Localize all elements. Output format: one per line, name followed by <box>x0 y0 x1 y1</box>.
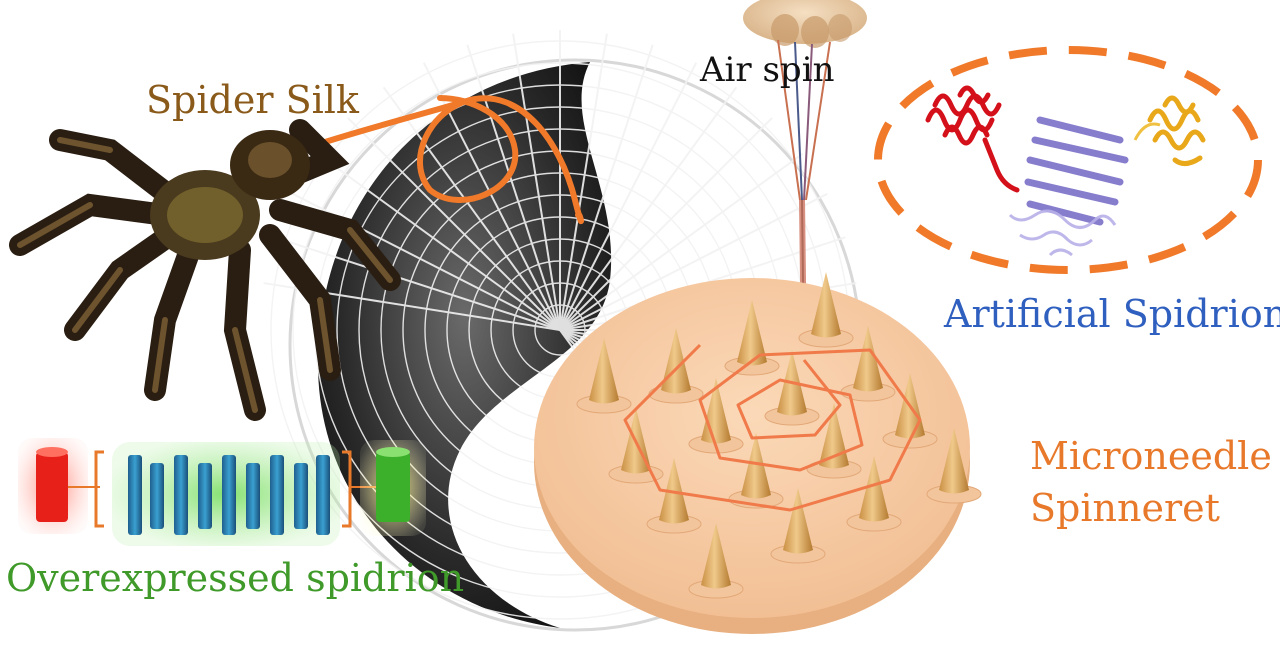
microneedle <box>783 488 813 554</box>
n-terminal-domain <box>36 452 68 522</box>
repeat-domain-rod <box>150 463 164 529</box>
microneedle <box>859 456 889 522</box>
dashed-ellipse <box>874 46 1262 274</box>
microneedle-spinneret <box>534 272 982 634</box>
silk-fiber <box>297 95 585 225</box>
repeat-domain-rod <box>270 455 284 535</box>
label-air-spin: Air spin <box>700 50 835 90</box>
repeat-domain-rod <box>294 463 308 529</box>
microneedle <box>811 272 841 338</box>
microneedle <box>741 433 771 499</box>
microneedle <box>737 300 767 366</box>
label-spinneret: Spinneret <box>1030 486 1220 530</box>
microneedle <box>589 338 619 404</box>
label-overexpressed-spidrion: Overexpressed spidrion <box>6 556 465 600</box>
c-terminal-domain <box>376 452 410 522</box>
protein-ribbon-structure <box>874 46 1262 274</box>
repeat-domain-rod <box>174 455 188 535</box>
microneedle <box>939 428 969 494</box>
repeat-domain-rod <box>246 463 260 529</box>
spiral-fiber <box>623 343 922 512</box>
microneedle <box>701 523 731 589</box>
label-spider-silk: Spider Silk <box>146 78 359 122</box>
spidrion-domain-diagram <box>18 438 426 546</box>
label-artificial-spidrion: Artificial Spidrion <box>944 292 1280 336</box>
microneedle <box>853 326 883 392</box>
repeat-domain-rod <box>316 455 330 535</box>
repeat-domain-rod <box>198 463 212 529</box>
label-microneedle: Microneedle <box>1030 434 1272 478</box>
tarantula-illustration <box>9 119 401 421</box>
repeat-domain-rod <box>222 455 236 535</box>
repeat-domain-rod <box>128 455 142 535</box>
